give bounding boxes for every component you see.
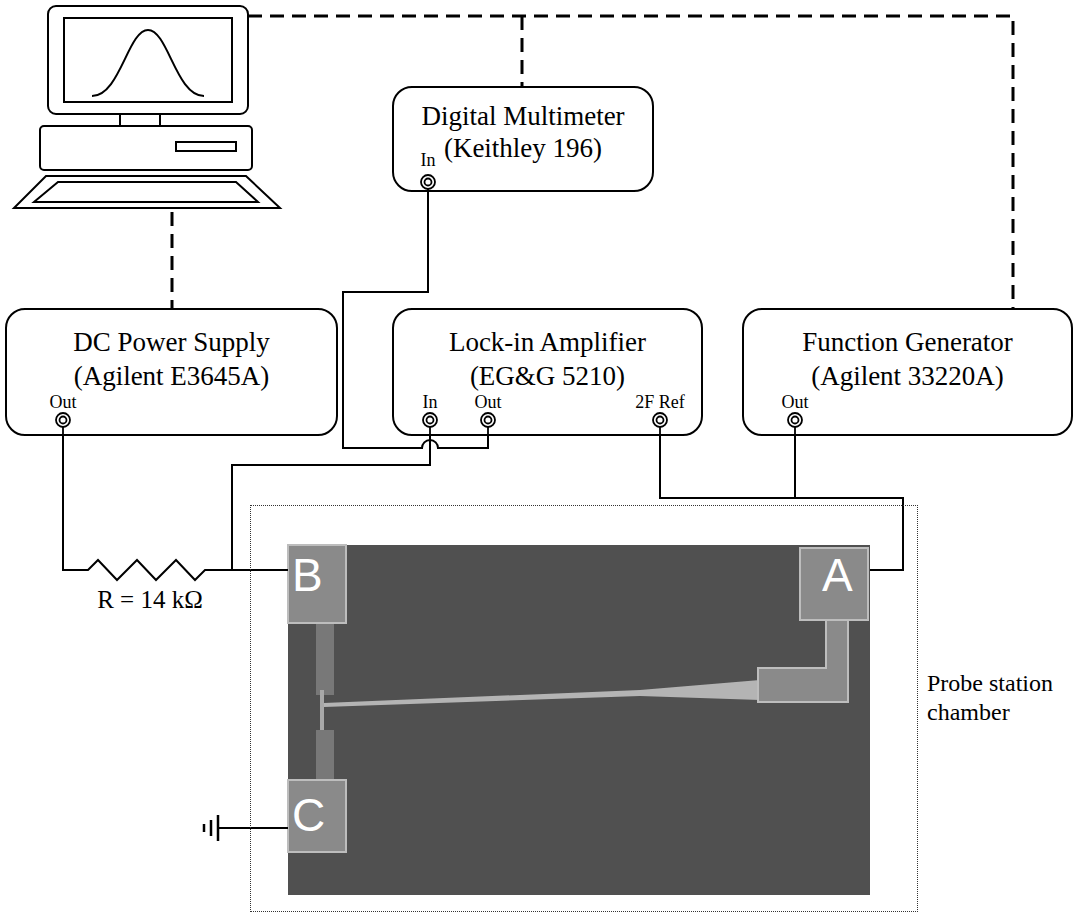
pin-name: Out <box>782 393 809 413</box>
pad-b <box>288 545 346 623</box>
ground-bar <box>210 820 213 836</box>
wire <box>795 436 903 505</box>
computer-icon <box>14 6 280 208</box>
instrument-model: (EG&G 5210) <box>394 360 701 392</box>
contact-letter: B <box>292 550 323 601</box>
ground-bar <box>217 815 220 841</box>
resistor-value: R = 14 kΩ <box>97 586 203 614</box>
electrode <box>316 730 334 785</box>
jack <box>427 417 434 424</box>
bus-line <box>171 212 174 308</box>
drive-slot <box>176 142 236 151</box>
bus-line <box>248 16 1013 308</box>
jack <box>653 413 667 427</box>
pad-c <box>288 780 346 852</box>
chamber-wires <box>218 505 903 828</box>
wire <box>63 436 250 580</box>
instrument-name: Function Generator <box>744 326 1071 358</box>
instrument-name: Digital Multimeter <box>394 100 652 132</box>
instrument-model: (Agilent 33220A) <box>744 360 1071 392</box>
wire <box>250 569 288 571</box>
jack <box>423 413 437 427</box>
instrument-box: Digital Multimeter(Keithley 196) <box>392 86 654 192</box>
pin-name: In <box>423 393 438 413</box>
pin-name: In <box>421 151 436 171</box>
ground-symbol <box>204 815 218 841</box>
wire <box>660 436 795 498</box>
wire <box>343 192 488 448</box>
chamber-label: Probe station chamber <box>927 669 1073 727</box>
pad-a <box>800 548 868 620</box>
screen <box>64 18 232 102</box>
instrument-box: Function Generator(Agilent 33220A) <box>742 308 1073 436</box>
screen-curve <box>92 30 204 96</box>
instrument-box: DC Power Supply(Agilent E3645A) <box>5 308 338 436</box>
pin-name: Out <box>475 393 502 413</box>
nanowire <box>324 680 760 707</box>
jack <box>425 179 432 186</box>
jack <box>788 413 802 427</box>
probe-chamber: Probe station chamber <box>250 505 918 912</box>
instrument-name: Lock-in Amplifier <box>394 326 701 358</box>
pin-name: Out <box>50 393 77 413</box>
monitor <box>48 6 248 114</box>
pin-name: 2F Ref <box>635 393 685 413</box>
jack <box>657 417 664 424</box>
contact-letter: C <box>292 790 325 841</box>
instrument-box: Lock-in Amplifier(EG&G 5210) <box>392 308 703 436</box>
jack <box>56 413 70 427</box>
jack <box>481 413 495 427</box>
wire <box>870 505 903 570</box>
computer-case <box>40 126 252 170</box>
control-bus <box>172 16 1013 308</box>
ground-bar <box>203 824 206 832</box>
jack <box>421 175 435 189</box>
instrument-name: DC Power Supply <box>7 326 336 358</box>
sem-image <box>288 545 870 895</box>
contact-letter: A <box>822 550 853 601</box>
wire <box>232 436 430 570</box>
keyboard <box>14 176 280 208</box>
bus-line <box>521 16 524 86</box>
keyboard-keys <box>34 182 258 202</box>
monitor-stand <box>120 114 160 126</box>
jack <box>792 417 799 424</box>
jack <box>60 417 67 424</box>
instrument-model: (Agilent E3645A) <box>7 360 336 392</box>
jack <box>485 417 492 424</box>
wire <box>218 827 288 829</box>
sem-background <box>288 545 870 895</box>
